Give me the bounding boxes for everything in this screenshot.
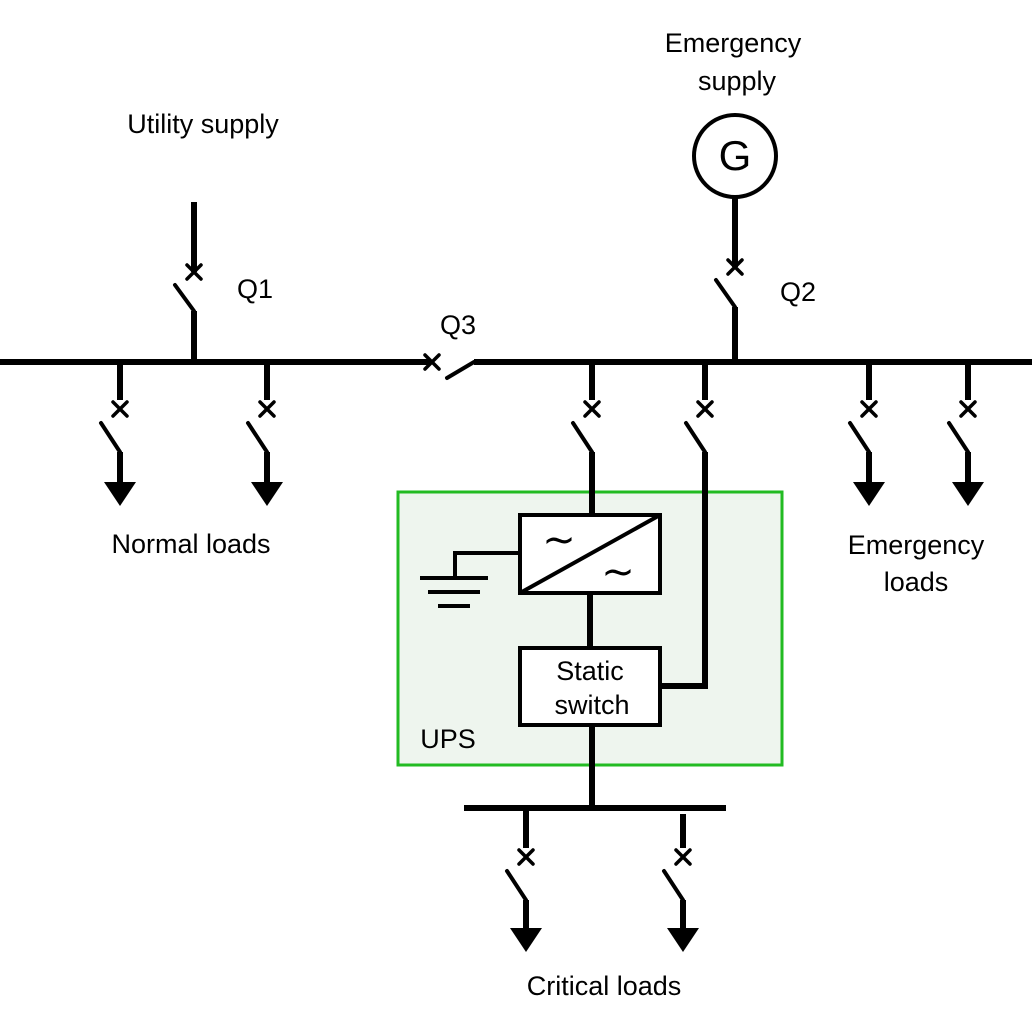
generator-circle xyxy=(692,113,778,199)
converter-output-symbol: ~ xyxy=(601,549,635,595)
utility-feeder xyxy=(173,202,203,362)
ups-input-feeder xyxy=(571,362,601,515)
q1-label: Q1 xyxy=(237,274,273,304)
breaker-q3 xyxy=(423,353,476,380)
ground-symbol xyxy=(420,551,520,608)
static-switch-label-line2: switch xyxy=(554,690,629,720)
generator-label: G xyxy=(719,132,752,179)
ups-label: UPS xyxy=(420,724,476,754)
normal-load-feeder-2 xyxy=(246,362,283,506)
q2-label: Q2 xyxy=(780,277,816,307)
static-switch-label-line1: Static xyxy=(556,656,624,686)
q3-label: Q3 xyxy=(440,310,476,340)
normal-load-feeder-1 xyxy=(99,362,136,506)
static-switch-block xyxy=(518,646,662,727)
utility-supply-label: Utility supply xyxy=(127,109,279,139)
critical-load-feeder-1 xyxy=(505,808,542,952)
emergency-supply-label-line2: supply xyxy=(698,66,777,96)
emergency-loads-label-line1: Emergency xyxy=(848,530,985,560)
critical-loads-label: Critical loads xyxy=(527,971,682,1001)
converter-input-symbol: ~ xyxy=(542,517,576,563)
emergency-supply-label-line1: Emergency xyxy=(665,28,802,58)
generator-feeder xyxy=(714,198,744,362)
normal-loads-label: Normal loads xyxy=(111,529,270,559)
emergency-loads-label-line2: loads xyxy=(884,567,949,597)
emergency-load-feeder-1 xyxy=(848,362,885,506)
emergency-load-feeder-2 xyxy=(947,362,984,506)
ups-bypass-feeder xyxy=(659,362,714,689)
converter-diagonal xyxy=(519,513,661,595)
critical-load-feeder-2 xyxy=(662,814,699,952)
